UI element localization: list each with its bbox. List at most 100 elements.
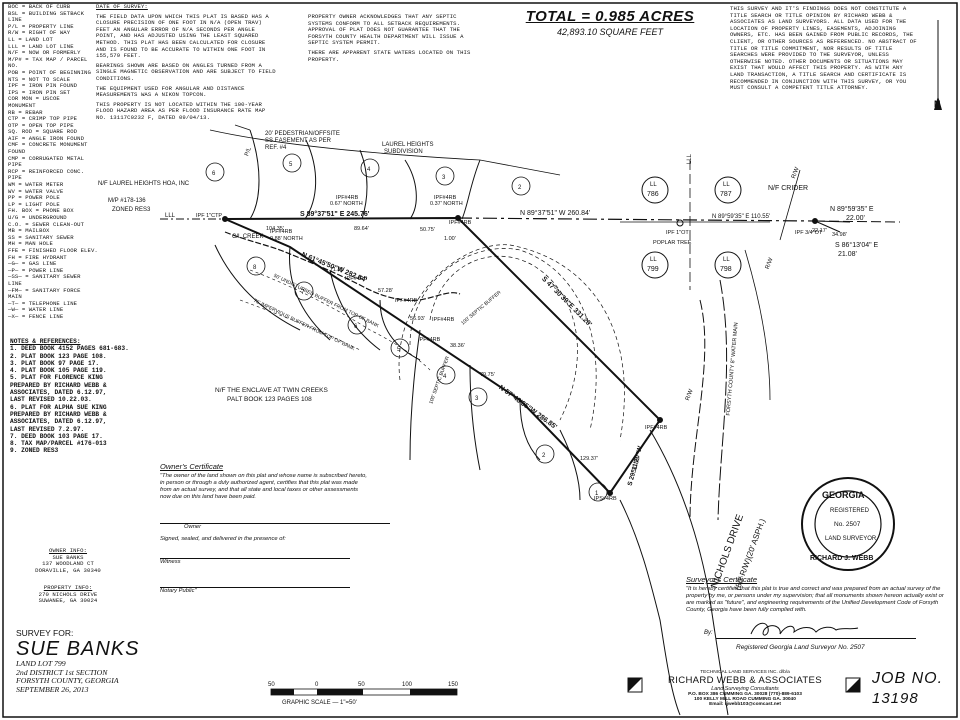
distance-label: 89.64' <box>354 226 369 232</box>
notes-reference-line: PREPARED BY RICHARD WEBB & <box>10 381 107 389</box>
distance-label: 34.98' <box>832 232 847 238</box>
owners-certificate: Owner's Certificate "The owner of the la… <box>160 462 390 594</box>
ll-798: 798 <box>720 266 732 273</box>
pin-label: 0.88' NORTH <box>270 236 303 242</box>
legend-entry: FFE = FINISHED FLOOR ELEV. <box>8 246 98 254</box>
scale-tick: 100 <box>402 682 413 688</box>
lot-number: 5 <box>397 347 401 353</box>
survey-for-line: 2nd DISTRICT 1st SECTION <box>16 667 108 677</box>
bearing-crider-line: N 89°59'35" E 110.55' <box>712 214 770 220</box>
septic-note: THERE ARE APPARENT STATE WATERS LOCATED … <box>308 48 471 63</box>
client-name: SUE BANKS <box>16 638 140 660</box>
notes-reference-line: 1. DEED BOOK 4152 PAGES 681-683. <box>10 345 129 353</box>
legend-entry: PIPE <box>8 161 22 169</box>
notes-title: NOTES & REFERENCES: <box>10 338 81 345</box>
survey-note: THIS PROPERTY IS NOT LOCATED WITHIN THE … <box>96 100 266 121</box>
surveyors-certificate: Surveyor's Certificate "It is hereby cer… <box>686 575 950 651</box>
legend-entry: OTP = OPEN TOP PIPE <box>8 121 74 129</box>
legend-entry: FOUND <box>8 148 26 156</box>
by-label: By: <box>704 630 713 636</box>
pin-label: IPF#4RB <box>432 317 455 323</box>
pl-label: P/L <box>244 146 253 157</box>
lot-number: 4 <box>367 167 371 173</box>
owners-cert-body: "The owner of the land shown on this pla… <box>160 473 368 500</box>
surveyors-cert-title: Surveyor's Certificate <box>686 575 758 584</box>
notes-reference-line: 8. TAX MAP/PARCEL #176-013 <box>10 440 107 448</box>
legend-entry: RCP = REINFORCED CONC. <box>8 167 85 175</box>
distance-frontage: 51.88' <box>631 455 642 474</box>
legend-entry: LLL = LAND LOT LINE <box>8 42 74 50</box>
ll-label: LL <box>723 182 730 188</box>
adjoiner-enclave: N/F THE ENCLAVE AT TWIN CREEKS <box>215 387 328 394</box>
pin-label: IPF 1"OT <box>666 230 689 236</box>
lot-number: 3 <box>442 175 446 181</box>
job-number: 13198 <box>872 690 919 707</box>
pin-label: IPF#4RB <box>345 276 368 282</box>
pin-label: IPF#4RB <box>645 425 668 431</box>
notes-reference-line: 3. PLAT BOOK 97 PAGE 17. <box>10 359 100 367</box>
signed-label: Signed, sealed, and delivered in the pre… <box>160 536 286 542</box>
bearing-north-line: S 89°37'51" E 245.76' <box>300 210 370 218</box>
survey-note: BEARINGS SHOWN ARE BASED ON ANGLES TURNE… <box>96 61 276 82</box>
lot-number: 7 <box>301 290 305 296</box>
survey-notes: DATE OF SURVEY: THE FIELD DATA UPON WHIC… <box>96 3 278 125</box>
legend-entry: CMF = CONCRETE MONUMENT <box>8 141 88 149</box>
firm-address-1: P.O. BOX 386 CUMMING GA. 30028 (770)-889… <box>688 692 802 697</box>
total-area: TOTAL = 0.985 ACRES 42,893.10 SQUARE FEE… <box>505 8 715 37</box>
legend-entry: COR MON = USCOE <box>8 95 60 103</box>
pin-label: IPF#4RB <box>270 229 293 235</box>
adjoiner-laurel-mp: M/P #178-136 <box>108 198 146 204</box>
notes-reference-line: 9. ZONED RES3 <box>10 447 59 455</box>
legend-entry: LL = LAND LOT <box>8 35 53 43</box>
legend-entry: CTP = CRIMP TOP PIPE <box>8 115 78 123</box>
adjoiner-crider: N/F CRIDER <box>768 185 808 192</box>
firm-tech: TECHNICAL LAND SERVICES INC. d/b/a <box>700 670 790 675</box>
surveyor-registration: Registered Georgia Land Surveyor No. 250… <box>736 644 865 651</box>
pin-label: IPF 1"CTP <box>196 213 222 219</box>
legend-entry: BSL = BUILDING SETBACK <box>8 9 85 17</box>
legend-entry: —FM— = SANITARY FORCE <box>8 286 81 294</box>
legend-entry: NO. <box>8 62 19 70</box>
pin-label: IPS#4RB <box>594 496 617 502</box>
distance-label: 129.37' <box>580 456 598 462</box>
witness-label: Witness <box>160 559 181 565</box>
septic-buffer-label: 100' SEPTIC BUFFER <box>428 355 451 405</box>
legend-entry: BOC = BACK OF CURB <box>8 3 71 10</box>
legend-entry: —G— = GAS LINE <box>8 260 57 268</box>
ll-label: LL <box>650 257 657 263</box>
legend-entry: MONUMENT <box>8 101 36 109</box>
owner-info: OWNER INFO: SUE BANKS 137 WOODLAND CT DO… <box>18 547 118 574</box>
survey-note: THE EQUIPMENT USED FOR ANGULAR AND DISTA… <box>96 84 245 99</box>
water-main-label: FORSYTH COUNTY 8" WATER MAIN <box>726 322 740 416</box>
ll-label: LL <box>723 257 730 263</box>
subdivision-label: LAUREL HEIGHTS <box>382 142 433 148</box>
north-label: N <box>934 99 941 109</box>
pin-label: 0.37' NORTH <box>430 201 463 207</box>
legend-entry: AIF = ANGLE IRON FOUND <box>8 134 85 142</box>
lot-number: 6 <box>354 324 358 330</box>
legend-entry: —W— = WATER LINE <box>8 306 64 314</box>
lot-number: 1 <box>595 491 599 497</box>
adjoiner-laurel: N/F LAUREL HEIGHTS HOA, INC <box>98 181 190 187</box>
lot-number: 5 <box>289 162 293 168</box>
septic-note: PROPERTY OWNER ACKNOWLEDGES THAT ANY SEP… <box>308 13 464 47</box>
seal-top: GEORGIA <box>822 490 865 500</box>
legend-entry: IPS = IRON PIN SET <box>8 88 71 96</box>
distance-label: 56.93' <box>410 316 425 322</box>
distance-label: 1.00' <box>444 236 456 242</box>
property-info: PROPERTY INFO: 270 NICHOLS DRIVE SUWANEE… <box>18 584 118 605</box>
rw-label: R/W <box>791 166 801 179</box>
owner-signature-label: Owner <box>184 524 202 530</box>
owner-info-line: SUE BANKS <box>52 553 84 561</box>
seal-middle1: REGISTERED <box>830 508 870 514</box>
date-of-survey-label: DATE OF SURVEY: <box>96 3 148 10</box>
survey-for-line: LAND LOT 799 <box>16 659 66 668</box>
legend-entry: M/P# = TAX MAP / PARCEL <box>8 55 88 63</box>
owners-cert-title: Owner's Certificate <box>160 462 224 471</box>
legend-entry: WV = WATER VALVE <box>8 187 64 195</box>
bearing-north-line-2: N 89°37'51" W 260.84' <box>520 209 590 217</box>
legend-entry: —T— = TELEPHONE LINE <box>8 299 78 307</box>
ll-786: 786 <box>647 191 659 198</box>
